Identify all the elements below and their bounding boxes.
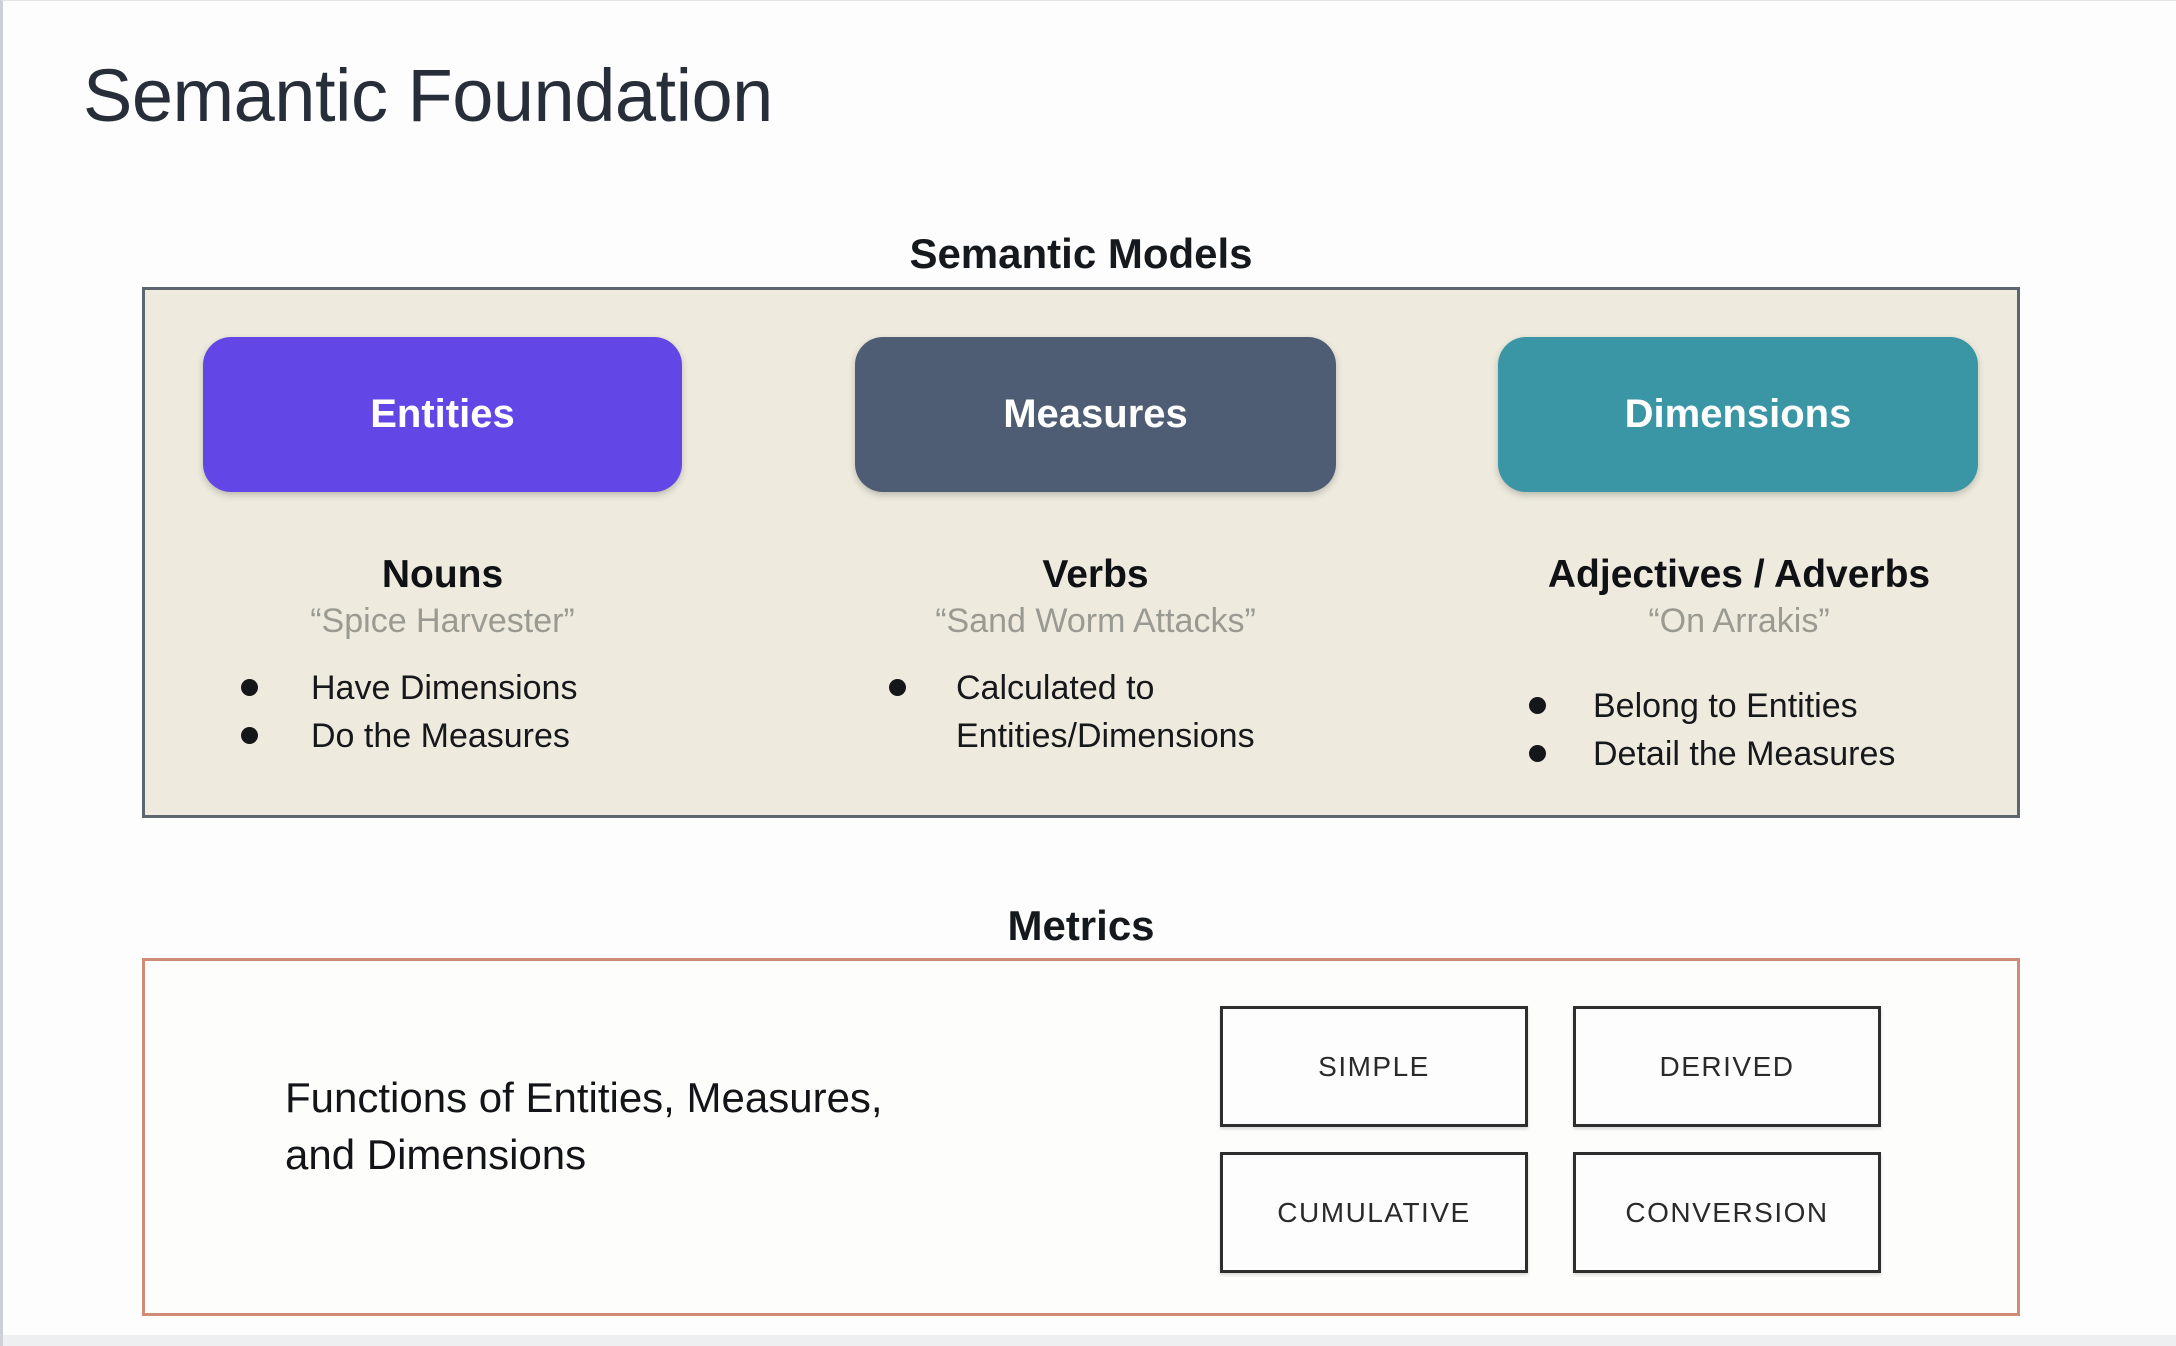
metric-type-label: DERIVED	[1659, 1050, 1795, 1082]
entities-pill: Entities	[203, 337, 682, 492]
list-item: Do the Measures	[241, 712, 682, 760]
dimensions-pill: Dimensions	[1498, 337, 1978, 492]
entities-part-of-speech: Nouns	[381, 553, 504, 596]
metric-type-card-conversion: CONVERSION	[1573, 1152, 1881, 1273]
measures-pill: Measures	[855, 337, 1336, 492]
list-item: Belong to Entities	[1529, 682, 2019, 730]
bullet-dot-icon	[889, 679, 906, 696]
entities-column: Nouns “Spice Harvester” Have Dimensions …	[203, 552, 682, 760]
metric-type-card-cumulative: CUMULATIVE	[1220, 1152, 1528, 1273]
bullet-dot-icon	[1529, 697, 1546, 714]
dimensions-example: “On Arrakis”	[1648, 602, 1830, 640]
list-item: Have Dimensions	[241, 664, 682, 712]
list-item: Calculated to Entities/Dimensions	[889, 664, 1336, 760]
measures-pill-label: Measures	[1003, 392, 1188, 436]
metric-type-grid: SIMPLE DERIVED CUMULATIVE CONVERSION	[1220, 1006, 1881, 1273]
bullet-dot-icon	[241, 727, 258, 744]
list-item-text: Calculated to Entities/Dimensions	[956, 669, 1255, 755]
dimensions-column: Adjectives / Adverbs “On Arrakis” Belong…	[1459, 552, 2019, 778]
entities-example: “Spice Harvester”	[310, 602, 575, 640]
bullet-dot-icon	[1529, 745, 1546, 762]
list-item-text: Belong to Entities	[1593, 687, 1858, 725]
semantic-models-panel: Entities Measures Dimensions Nouns “Spic…	[142, 287, 2020, 818]
bottom-edge-strip	[3, 1335, 2176, 1346]
metric-type-card-simple: SIMPLE	[1220, 1006, 1528, 1127]
metrics-heading: Metrics	[1007, 902, 1155, 949]
entities-bullet-list: Have Dimensions Do the Measures	[203, 664, 682, 760]
metric-type-label: CUMULATIVE	[1277, 1196, 1471, 1228]
page-title: Semantic Foundation	[83, 54, 773, 137]
list-item: Detail the Measures	[1529, 730, 2019, 778]
semantic-models-heading: Semantic Models	[909, 230, 1253, 277]
metric-type-label: CONVERSION	[1625, 1196, 1829, 1228]
measures-example: “Sand Worm Attacks”	[935, 602, 1256, 640]
list-item-text: Have Dimensions	[311, 669, 578, 707]
measures-bullet-list: Calculated to Entities/Dimensions	[855, 664, 1336, 760]
measures-column: Verbs “Sand Worm Attacks” Calculated to …	[855, 552, 1336, 760]
dimensions-part-of-speech: Adjectives / Adverbs	[1547, 553, 1931, 596]
metric-type-label: SIMPLE	[1318, 1050, 1430, 1082]
list-item-text: Do the Measures	[311, 717, 570, 755]
metric-type-card-derived: DERIVED	[1573, 1006, 1881, 1127]
dimensions-pill-label: Dimensions	[1624, 392, 1852, 436]
bullet-dot-icon	[241, 679, 258, 696]
entities-pill-label: Entities	[370, 392, 515, 436]
measures-part-of-speech: Verbs	[1042, 553, 1149, 596]
list-item-text: Detail the Measures	[1593, 735, 1896, 773]
dimensions-bullet-list: Belong to Entities Detail the Measures	[1459, 682, 2019, 778]
metrics-description: Functions of Entities, Measures, and Dim…	[285, 1074, 883, 1178]
